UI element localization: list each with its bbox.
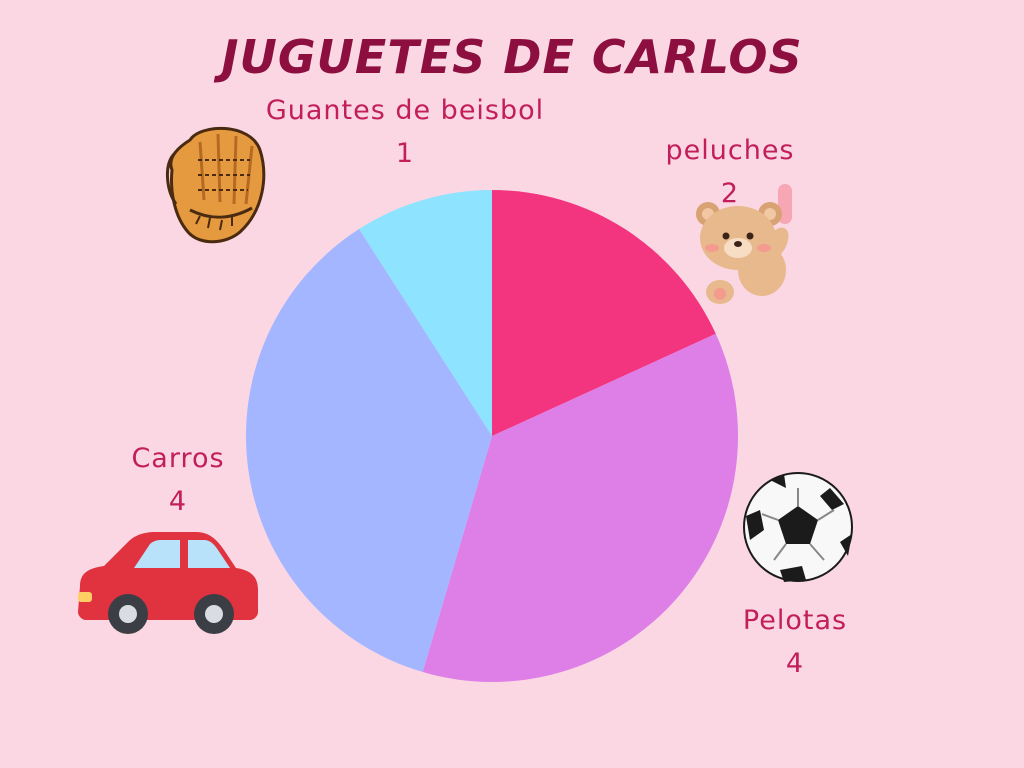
label-pelotas: Pelotas 4 — [720, 605, 870, 679]
label-carros: Carros 4 — [108, 443, 248, 517]
label-guantes: Guantes de beisbol 1 — [240, 95, 570, 169]
label-pelotas-name: Pelotas — [742, 605, 848, 636]
car-icon — [78, 532, 258, 634]
pie-slice-pelotas — [422, 333, 738, 683]
label-guantes-value: 1 — [395, 138, 415, 169]
label-peluches-value: 2 — [720, 178, 740, 209]
pie-slice-peluches — [492, 190, 716, 436]
label-carros-value: 4 — [168, 486, 188, 517]
label-guantes-name: Guantes de beisbol — [265, 95, 545, 126]
baseball-glove-icon — [166, 127, 266, 244]
label-carros-name: Carros — [131, 443, 225, 474]
teddy-bear-icon — [696, 184, 792, 304]
label-peluches-name: peluches — [665, 135, 795, 166]
label-pelotas-value: 4 — [785, 648, 805, 679]
label-peluches: peluches 2 — [650, 135, 810, 209]
soccer-ball-icon — [743, 472, 853, 582]
pie-slice-guantes-de-beisbol — [359, 190, 492, 436]
pie-slice-carros — [245, 229, 492, 673]
chart-title: JUGUETES DE CARLOS — [221, 30, 803, 84]
